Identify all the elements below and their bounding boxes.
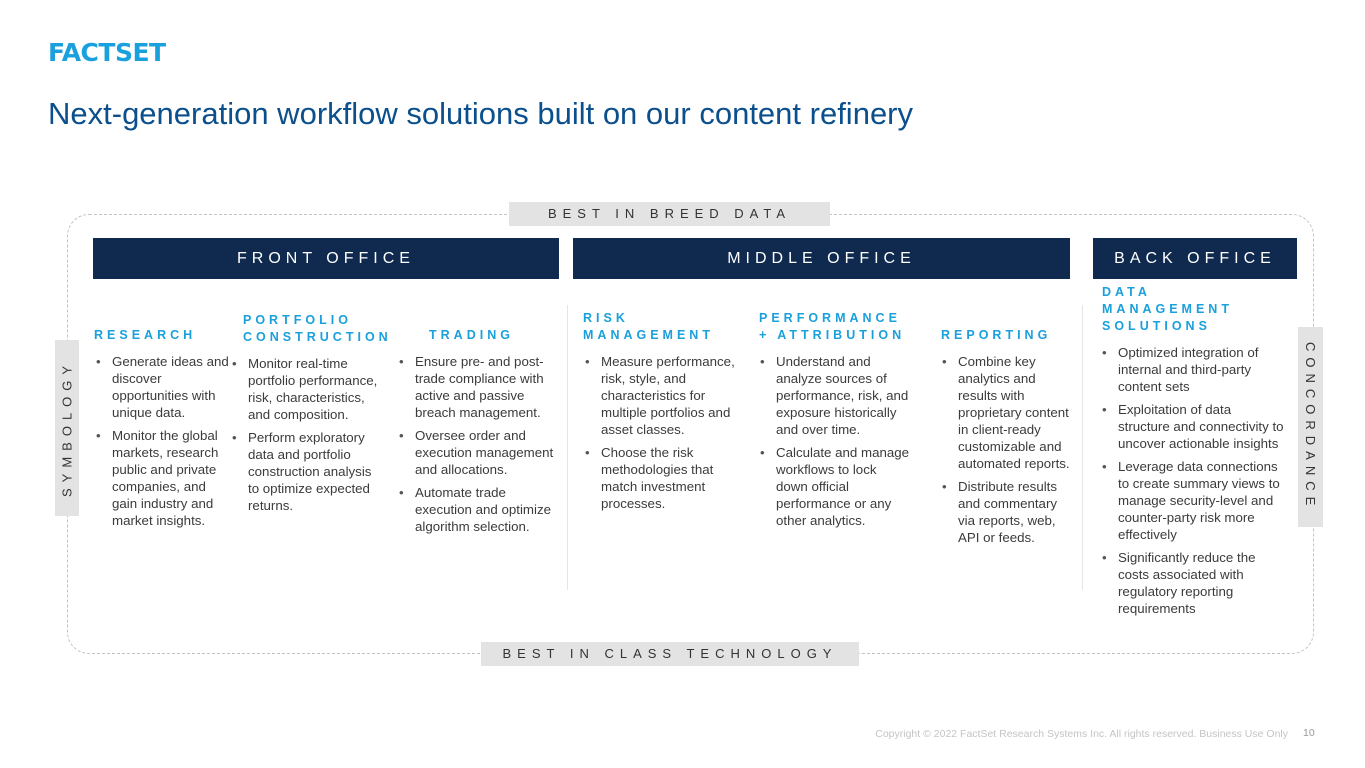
divider-front-middle bbox=[567, 305, 568, 590]
reporting-list: Combine key analytics and results with p… bbox=[940, 353, 1072, 546]
front-office-header: FRONT OFFICE bbox=[93, 238, 559, 279]
performance-attribution-list: Understand and analyze sources of perfor… bbox=[758, 353, 910, 529]
best-in-breed-data-band: BEST IN BREED DATA bbox=[509, 202, 830, 226]
factset-logo: FACTSET bbox=[48, 38, 166, 67]
research-column: RESEARCH Generate ideas and discover opp… bbox=[94, 328, 232, 535]
middle-office-header: MIDDLE OFFICE bbox=[573, 238, 1070, 279]
list-item: Perform exploratory data and portfolio c… bbox=[230, 429, 380, 514]
data-management-column: DATA MANAGEMENT SOLUTIONS Optimized inte… bbox=[1100, 285, 1286, 623]
back-office-header: BACK OFFICE bbox=[1093, 238, 1297, 279]
list-item: Choose the risk methodologies that match… bbox=[583, 444, 749, 512]
trading-heading: TRADING bbox=[429, 328, 514, 342]
list-item: Generate ideas and discover opportunitie… bbox=[94, 353, 232, 421]
reporting-column: REPORTING Combine key analytics and resu… bbox=[940, 328, 1072, 552]
list-item: Distribute results and commentary via re… bbox=[940, 478, 1072, 546]
list-item: Oversee order and execution management a… bbox=[397, 427, 559, 478]
best-in-class-technology-band: BEST IN CLASS TECHNOLOGY bbox=[481, 642, 859, 666]
performance-attribution-column: PERFORMANCE + ATTRIBUTION Understand and… bbox=[758, 311, 910, 535]
copyright-notice: Copyright © 2022 FactSet Research System… bbox=[875, 728, 1288, 740]
list-item: Monitor real-time portfolio performance,… bbox=[230, 355, 380, 423]
list-item: Combine key analytics and results with p… bbox=[940, 353, 1072, 472]
list-item: Significantly reduce the costs associate… bbox=[1100, 549, 1286, 617]
list-item: Measure performance, risk, style, and ch… bbox=[583, 353, 749, 438]
symbology-band: SYMBOLOGY bbox=[55, 340, 79, 516]
list-item: Automate trade execution and optimize al… bbox=[397, 484, 559, 535]
research-heading: RESEARCH bbox=[94, 328, 197, 342]
data-management-heading: DATA MANAGEMENT SOLUTIONS bbox=[1102, 285, 1233, 333]
portfolio-construction-heading: PORTFOLIO CONSTRUCTION bbox=[243, 313, 392, 344]
risk-management-list: Measure performance, risk, style, and ch… bbox=[583, 353, 749, 512]
divider-middle-back bbox=[1082, 305, 1083, 590]
portfolio-construction-list: Monitor real-time portfolio performance,… bbox=[230, 355, 380, 514]
data-management-list: Optimized integration of internal and th… bbox=[1100, 344, 1286, 617]
trading-column: TRADING Ensure pre- and post-trade compl… bbox=[397, 328, 559, 541]
list-item: Exploitation of data structure and conne… bbox=[1100, 401, 1286, 452]
list-item: Ensure pre- and post-trade compliance wi… bbox=[397, 353, 559, 421]
reporting-heading: REPORTING bbox=[941, 328, 1052, 342]
list-item: Leverage data connections to create summ… bbox=[1100, 458, 1286, 543]
portfolio-construction-column: PORTFOLIO CONSTRUCTION Monitor real-time… bbox=[230, 313, 388, 520]
list-item: Calculate and manage workflows to lock d… bbox=[758, 444, 910, 529]
performance-attribution-heading: PERFORMANCE + ATTRIBUTION bbox=[759, 311, 906, 342]
concordance-band: CONCORDANCE bbox=[1298, 327, 1323, 527]
risk-management-column: RISK MANAGEMENT Measure performance, ris… bbox=[583, 311, 749, 518]
trading-list: Ensure pre- and post-trade compliance wi… bbox=[397, 353, 559, 535]
page-number: 10 bbox=[1303, 727, 1315, 739]
page-title: Next-generation workflow solutions built… bbox=[48, 96, 914, 131]
risk-management-heading: RISK MANAGEMENT bbox=[583, 311, 714, 342]
list-item: Monitor the global markets, research pub… bbox=[94, 427, 232, 529]
list-item: Understand and analyze sources of perfor… bbox=[758, 353, 910, 438]
research-list: Generate ideas and discover opportunitie… bbox=[94, 353, 232, 529]
list-item: Optimized integration of internal and th… bbox=[1100, 344, 1286, 395]
